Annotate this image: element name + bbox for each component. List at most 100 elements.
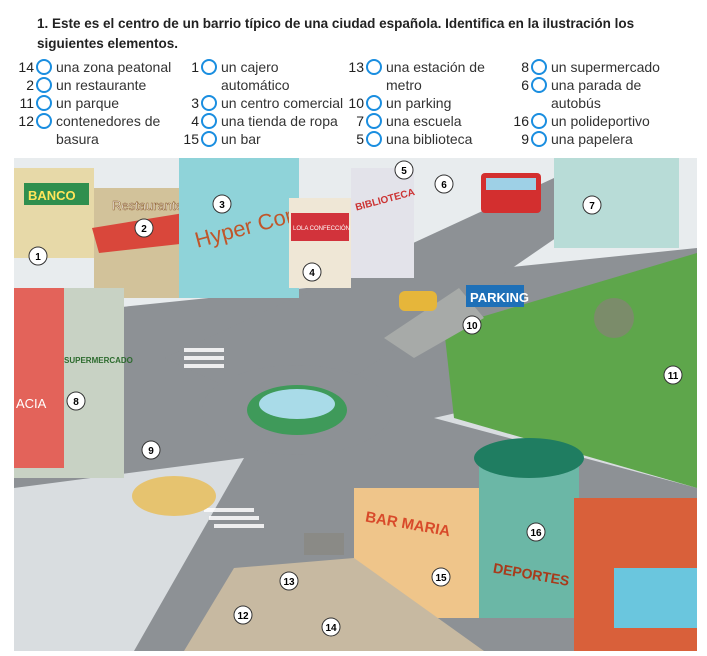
option-item[interactable]: 10 un parking bbox=[348, 94, 485, 112]
marker-number: 14 bbox=[325, 623, 337, 634]
answer-radio[interactable] bbox=[201, 131, 217, 147]
option-item[interactable]: 7 una escuela bbox=[356, 112, 485, 130]
answer-radio[interactable] bbox=[366, 131, 382, 147]
marker-7: 7 bbox=[582, 195, 602, 215]
sign-banco: BANCO bbox=[28, 188, 76, 203]
option-item[interactable]: 5 una biblioteca bbox=[356, 130, 485, 148]
option-number: 4 bbox=[191, 113, 199, 129]
marker-number: 1 bbox=[35, 252, 41, 263]
answer-radio[interactable] bbox=[201, 113, 217, 129]
marker-number: 16 bbox=[530, 528, 542, 539]
option-label: contenedores de bbox=[56, 113, 161, 129]
option-label: un parking bbox=[386, 95, 452, 111]
marker-number: 4 bbox=[309, 268, 315, 279]
option-label-continued: basura bbox=[36, 130, 171, 148]
sign-restaurante: Restaurante bbox=[112, 198, 183, 213]
option-number: 1 bbox=[191, 59, 199, 75]
option-number: 7 bbox=[356, 113, 364, 129]
option-label: un restaurante bbox=[56, 77, 147, 93]
option-number: 5 bbox=[356, 131, 364, 147]
option-label-continued: automático bbox=[201, 76, 343, 94]
answer-radio[interactable] bbox=[36, 95, 52, 111]
marker-number: 11 bbox=[668, 371, 679, 382]
answer-radio[interactable] bbox=[366, 113, 382, 129]
sign-parking: PARKING bbox=[470, 290, 529, 305]
marker-1: 1 bbox=[28, 246, 48, 266]
option-label: un cajero bbox=[221, 59, 279, 75]
marker-number: 7 bbox=[589, 201, 595, 212]
option-number: 6 bbox=[521, 77, 529, 93]
option-number: 12 bbox=[18, 113, 34, 129]
option-label: una estación de bbox=[386, 59, 485, 75]
marker-number: 13 bbox=[283, 577, 295, 588]
option-label-continued: autobús bbox=[531, 94, 660, 112]
marker-8: 8 bbox=[66, 391, 86, 411]
option-item[interactable]: 15 un bar bbox=[183, 130, 343, 148]
marker-number: 3 bbox=[219, 200, 225, 211]
option-label: un parque bbox=[56, 95, 120, 111]
marker-11: 11 bbox=[663, 365, 683, 385]
option-label-continued: metro bbox=[366, 76, 485, 94]
option-number: 15 bbox=[183, 131, 199, 147]
option-item[interactable]: 3 un centro comercial bbox=[191, 94, 344, 112]
option-number: 16 bbox=[513, 113, 529, 129]
marker-number: 5 bbox=[401, 166, 407, 177]
marker-3: 3 bbox=[212, 194, 232, 214]
marker-9: 9 bbox=[141, 440, 161, 460]
option-number: 3 bbox=[191, 95, 199, 111]
answer-radio[interactable] bbox=[531, 59, 547, 75]
option-label: una biblioteca bbox=[386, 131, 473, 147]
option-item[interactable]: 12 contenedores de bbox=[18, 112, 171, 130]
marker-number: 8 bbox=[73, 397, 79, 408]
answer-radio[interactable] bbox=[36, 59, 52, 75]
marker-6: 6 bbox=[434, 174, 454, 194]
marker-16: 16 bbox=[526, 522, 546, 542]
option-label: basura bbox=[56, 131, 99, 147]
answer-radio[interactable] bbox=[36, 113, 52, 129]
neighborhood-illustration: BANCO Restaurante Hyper Com BIBLIOTECA L… bbox=[14, 158, 697, 651]
option-label: automático bbox=[221, 77, 290, 93]
option-label: un polideportivo bbox=[551, 113, 650, 129]
answer-radio[interactable] bbox=[366, 59, 382, 75]
answer-radio[interactable] bbox=[201, 95, 217, 111]
option-label: un centro comercial bbox=[221, 95, 344, 111]
option-item[interactable]: 2 un restaurante bbox=[26, 76, 171, 94]
answer-radio[interactable] bbox=[531, 77, 547, 93]
option-item[interactable]: 16 un polideportivo bbox=[513, 112, 660, 130]
option-item[interactable]: 13 una estación de bbox=[348, 58, 485, 76]
marker-number: 10 bbox=[466, 321, 478, 332]
option-label: una papelera bbox=[551, 131, 633, 147]
option-number: 2 bbox=[26, 77, 34, 93]
marker-number: 12 bbox=[237, 611, 249, 622]
option-number: 10 bbox=[348, 95, 364, 111]
marker-12: 12 bbox=[233, 605, 253, 625]
answer-radio[interactable] bbox=[366, 95, 382, 111]
sign-super: SUPERMERCADO bbox=[64, 356, 133, 365]
marker-number: 15 bbox=[435, 573, 447, 584]
marker-number: 2 bbox=[141, 224, 147, 235]
sign-tienda: LOLA CONFECCIÓN bbox=[293, 225, 350, 232]
option-label: una escuela bbox=[386, 113, 462, 129]
option-number: 13 bbox=[348, 59, 364, 75]
option-label: un bar bbox=[221, 131, 261, 147]
option-number: 14 bbox=[18, 59, 34, 75]
marker-4: 4 bbox=[302, 262, 322, 282]
marker-number: 9 bbox=[148, 446, 154, 457]
marker-13: 13 bbox=[279, 571, 299, 591]
marker-2: 2 bbox=[134, 218, 154, 238]
option-label: un supermercado bbox=[551, 59, 660, 75]
option-item[interactable]: 14 una zona peatonal bbox=[18, 58, 172, 76]
answer-radio[interactable] bbox=[531, 131, 547, 147]
option-label: una zona peatonal bbox=[56, 59, 172, 75]
answer-radio[interactable] bbox=[531, 113, 547, 129]
option-item[interactable]: 1 un cajero bbox=[191, 58, 343, 76]
answer-radio[interactable] bbox=[201, 59, 217, 75]
instruction: 1. Este es el centro de un barrio típico… bbox=[37, 16, 635, 51]
answer-radio[interactable] bbox=[36, 77, 52, 93]
